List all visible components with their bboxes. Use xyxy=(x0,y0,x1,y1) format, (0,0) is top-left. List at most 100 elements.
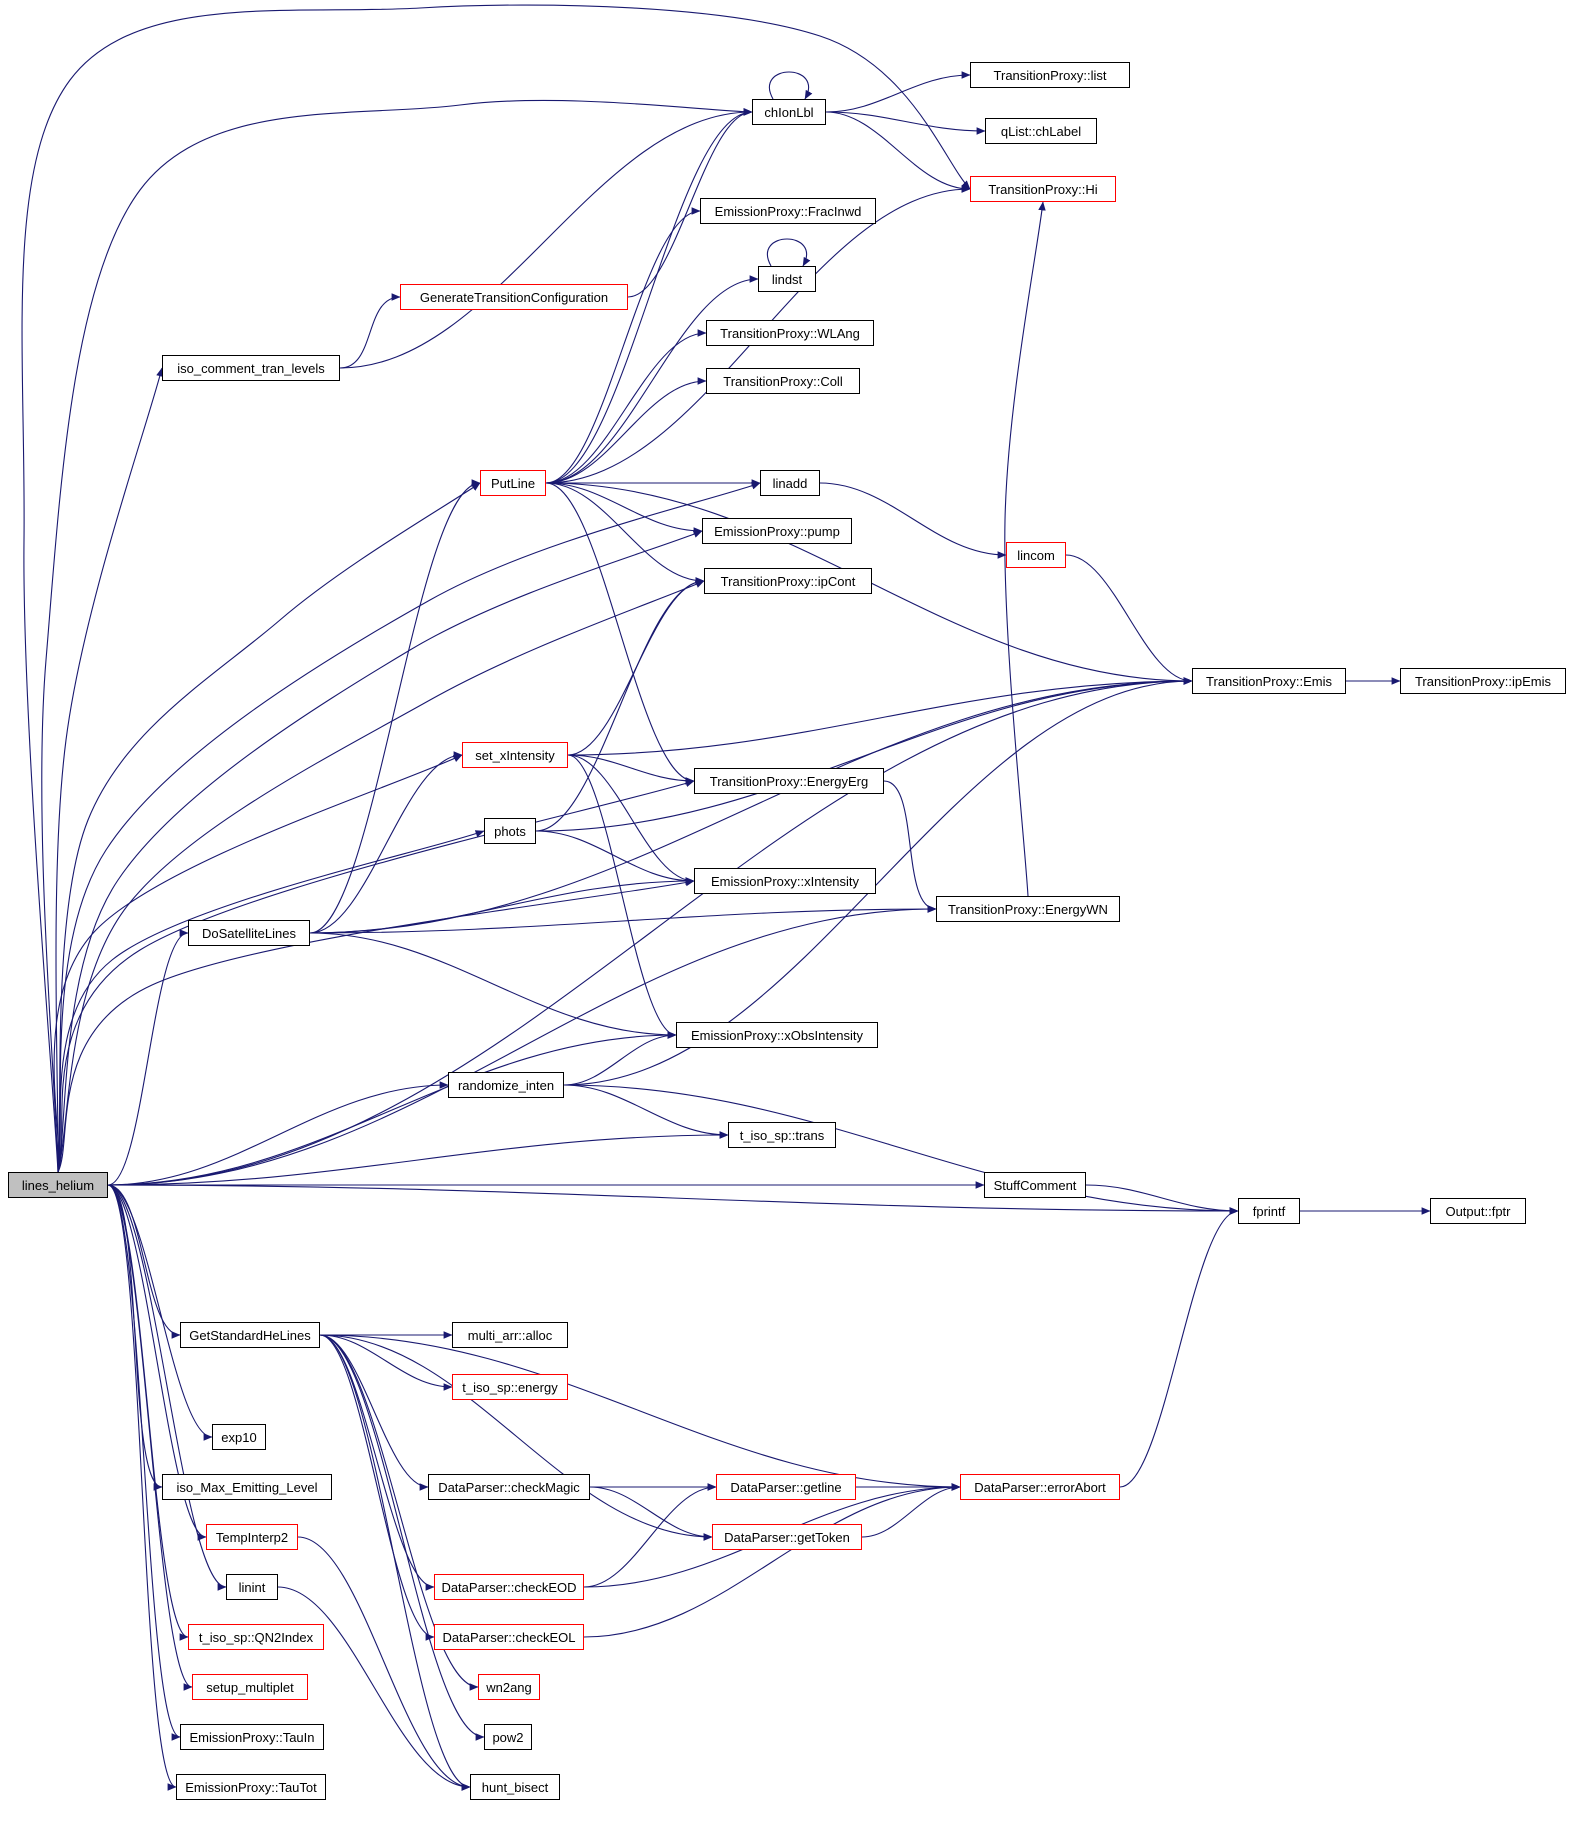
node-getstd[interactable]: GetStandardHeLines xyxy=(180,1322,320,1348)
node-emis[interactable]: TransitionProxy::Emis xyxy=(1192,668,1346,694)
node-fptr[interactable]: Output::fptr xyxy=(1430,1198,1526,1224)
edge-lines_helium-ipcont xyxy=(57,580,705,1173)
node-exp10[interactable]: exp10 xyxy=(212,1424,266,1450)
node-chionlbl[interactable]: chIonLbl xyxy=(752,99,826,125)
node-energywn[interactable]: TransitionProxy::EnergyWN xyxy=(936,896,1120,922)
edge-linint-huntbisect xyxy=(277,1586,471,1791)
node-wn2ang[interactable]: wn2ang xyxy=(478,1674,540,1700)
node-dosat[interactable]: DoSatelliteLines xyxy=(188,920,310,946)
edge-randomize-xobs xyxy=(563,1031,677,1086)
node-gettoken[interactable]: DataParser::getToken xyxy=(712,1524,862,1550)
node-tauin[interactable]: EmissionProxy::TauIn xyxy=(180,1724,324,1750)
node-randomize[interactable]: randomize_inten xyxy=(448,1072,564,1098)
edge-lines_helium-linint xyxy=(107,1184,227,1591)
edge-lines_helium-exp10 xyxy=(107,1184,213,1441)
edge-lines_helium-emis xyxy=(107,677,1193,1186)
edge-getstd-huntbisect xyxy=(319,1334,471,1791)
edge-getstd-checkeol xyxy=(319,1334,435,1641)
node-wlang[interactable]: TransitionProxy::WLAng xyxy=(706,320,874,346)
node-checkeol[interactable]: DataParser::checkEOL xyxy=(434,1624,584,1650)
node-coll[interactable]: TransitionProxy::Coll xyxy=(706,368,860,394)
node-xobs[interactable]: EmissionProxy::xObsIntensity xyxy=(676,1022,878,1048)
edge-iso_comment-chionlbl xyxy=(339,108,753,369)
edge-setx-energyerg xyxy=(567,754,695,785)
edge-lines_helium-xobs xyxy=(107,1031,677,1186)
node-hi[interactable]: TransitionProxy::Hi xyxy=(970,176,1116,202)
node-list[interactable]: TransitionProxy::list xyxy=(970,62,1130,88)
node-phots[interactable]: phots xyxy=(484,818,536,844)
node-ipcont[interactable]: TransitionProxy::ipCont xyxy=(704,568,872,594)
node-energy[interactable]: t_iso_sp::energy xyxy=(452,1374,568,1400)
edge-chionlbl-list xyxy=(825,71,971,113)
node-linadd[interactable]: linadd xyxy=(760,470,820,496)
node-checkeod[interactable]: DataParser::checkEOD xyxy=(434,1574,584,1600)
node-xint[interactable]: EmissionProxy::xIntensity xyxy=(694,868,876,894)
edge-phots-ipcont xyxy=(535,577,705,832)
node-isomax[interactable]: iso_Max_Emitting_Level xyxy=(162,1474,332,1500)
edge-energyerg-energywn xyxy=(883,780,937,913)
node-lines_helium[interactable]: lines_helium xyxy=(8,1172,108,1198)
node-getline[interactable]: DataParser::getline xyxy=(716,1474,856,1500)
node-huntbisect[interactable]: hunt_bisect xyxy=(470,1774,560,1800)
edge-setx-emis xyxy=(567,677,1193,756)
edge-lines_helium-hi xyxy=(21,4,971,1173)
node-qn2index[interactable]: t_iso_sp::QN2Index xyxy=(188,1624,324,1650)
edge-checkmagic-gettoken xyxy=(589,1486,713,1541)
edge-lindst-lindst xyxy=(767,238,811,267)
node-fracinwd[interactable]: EmissionProxy::FracInwd xyxy=(700,198,876,224)
node-alloc[interactable]: multi_arr::alloc xyxy=(452,1322,568,1348)
edge-dosat-putline xyxy=(309,479,481,934)
node-iso_comment[interactable]: iso_comment_tran_levels xyxy=(162,355,340,381)
node-checkmagic[interactable]: DataParser::checkMagic xyxy=(428,1474,590,1500)
edge-lines_helium-energywn xyxy=(107,905,937,1186)
node-trans[interactable]: t_iso_sp::trans xyxy=(728,1122,836,1148)
edge-getstd-energy xyxy=(319,1334,453,1391)
node-chlabel[interactable]: qList::chLabel xyxy=(985,118,1097,144)
node-setx[interactable]: set_xIntensity xyxy=(462,742,568,768)
edge-dosat-emis xyxy=(309,677,1193,934)
node-setupmult[interactable]: setup_multiplet xyxy=(192,1674,308,1700)
node-pow2[interactable]: pow2 xyxy=(484,1724,532,1750)
edge-lines_helium-phots xyxy=(57,830,485,1173)
edge-lines_helium-iso_comment xyxy=(55,367,164,1173)
edge-checkeol-errorabort xyxy=(583,1483,961,1638)
edge-gentransconfig-chionlbl xyxy=(627,108,753,298)
edge-iso_comment-gentransconfig xyxy=(339,293,401,369)
node-lindst[interactable]: lindst xyxy=(758,266,816,292)
edge-randomize-trans xyxy=(563,1084,729,1139)
node-ipemis[interactable]: TransitionProxy::ipEmis xyxy=(1400,668,1566,694)
edge-stuffcomment-fprintf xyxy=(1085,1184,1239,1215)
node-energyerg[interactable]: TransitionProxy::EnergyErg xyxy=(694,768,884,794)
edge-chionlbl-chionlbl xyxy=(769,71,813,100)
node-tautot[interactable]: EmissionProxy::TauTot xyxy=(176,1774,326,1800)
edge-lines_helium-fprintf xyxy=(107,1184,1239,1215)
edge-getstd-gettoken xyxy=(319,1334,713,1541)
edge-dosat-setx xyxy=(309,751,463,934)
edge-putline-energyerg xyxy=(545,482,695,785)
edge-chionlbl-chlabel xyxy=(825,111,986,135)
edge-putline-pump xyxy=(545,482,703,535)
edge-lines_helium-chionlbl xyxy=(41,99,753,1173)
node-linint[interactable]: linint xyxy=(226,1574,278,1600)
node-fprintf[interactable]: fprintf xyxy=(1238,1198,1300,1224)
edge-randomize-emis xyxy=(563,677,1193,1086)
node-gentransconfig[interactable]: GenerateTransitionConfiguration xyxy=(400,284,628,310)
edge-randomize-fprintf xyxy=(563,1084,1239,1215)
node-putline[interactable]: PutLine xyxy=(480,470,546,496)
edge-lines_helium-energyerg xyxy=(57,779,695,1173)
edge-chionlbl-hi xyxy=(825,111,971,193)
edge-checkeod-getline xyxy=(583,1483,717,1588)
edge-putline-coll xyxy=(545,377,707,484)
edge-putline-wlang xyxy=(545,329,707,484)
edge-lines_helium-pump xyxy=(57,530,703,1173)
node-errorabort[interactable]: DataParser::errorAbort xyxy=(960,1474,1120,1500)
node-stuffcomment[interactable]: StuffComment xyxy=(984,1172,1086,1198)
node-tempinterp2[interactable]: TempInterp2 xyxy=(206,1524,298,1550)
node-lincom[interactable]: lincom xyxy=(1006,542,1066,568)
node-pump[interactable]: EmissionProxy::pump xyxy=(702,518,852,544)
edge-lines_helium-setupmult xyxy=(107,1184,193,1691)
edge-getstd-wn2ang xyxy=(319,1334,479,1691)
edge-lines_helium-putline xyxy=(57,482,481,1173)
